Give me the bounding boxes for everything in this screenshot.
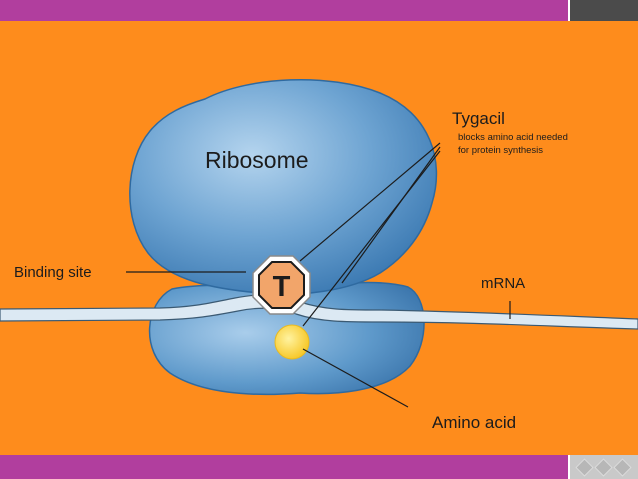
tygacil-leader-line-1 bbox=[299, 142, 441, 262]
ribosome-large-subunit bbox=[129, 78, 438, 295]
tygacil-octagon bbox=[258, 261, 305, 309]
corner-decoration-bottom bbox=[570, 455, 638, 479]
bottom-accent-bar bbox=[0, 455, 568, 479]
binding-site-label: Binding site bbox=[14, 264, 92, 281]
ribosome-diagram: T Ribosome Tygacil blocks amino acid nee… bbox=[0, 78, 638, 432]
ribosome-label: Ribosome bbox=[205, 147, 309, 173]
tygacil-description-line1: blocks amino acid needed bbox=[458, 132, 568, 143]
mrna-label: mRNA bbox=[481, 275, 525, 292]
diagram-canvas: T Ribosome Tygacil blocks amino acid nee… bbox=[0, 21, 638, 455]
corner-decoration-top bbox=[570, 0, 638, 21]
tygacil-leader-line-3 bbox=[302, 150, 441, 327]
amino-acid-molecule bbox=[274, 324, 310, 360]
tygacil-symbol: T bbox=[273, 271, 291, 303]
top-accent-bar bbox=[0, 0, 568, 21]
tygacil-description-line2: for protein synthesis bbox=[458, 145, 543, 156]
tygacil-leader-line-2 bbox=[341, 146, 441, 284]
amino-acid-label: Amino acid bbox=[432, 413, 516, 432]
amino-acid-leader-line bbox=[302, 348, 409, 408]
tygacil-label: Tygacil bbox=[452, 109, 505, 128]
